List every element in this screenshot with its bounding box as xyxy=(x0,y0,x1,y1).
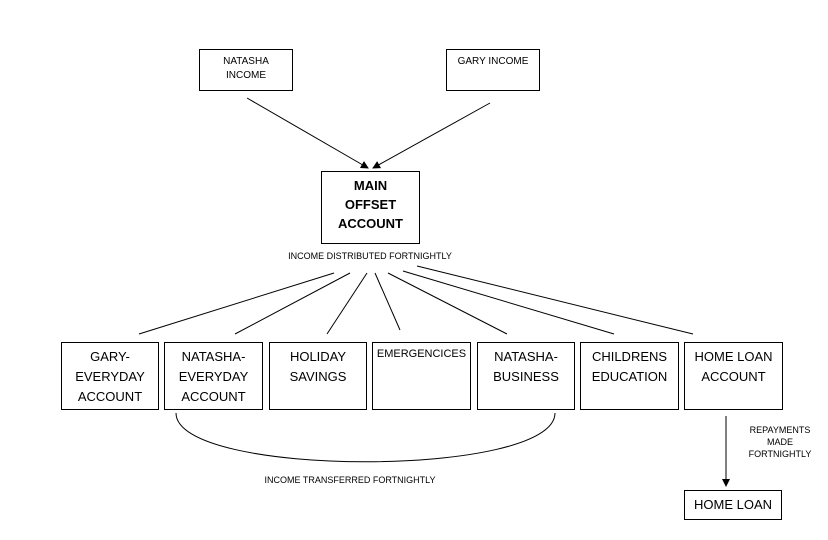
income-distributed-label: INCOME DISTRIBUTED FORTNIGHTLY xyxy=(288,251,452,261)
home-loan-account-box: HOME LOAN ACCOUNT xyxy=(684,342,783,410)
main-to-natasha-everyday-line xyxy=(234,272,351,335)
natasha-everyday-account-box: NATASHA- EVERYDAY ACCOUNT xyxy=(164,342,263,410)
main-to-holiday-line xyxy=(326,272,368,335)
main-offset-account-box: MAIN OFFSET ACCOUNT xyxy=(321,171,420,244)
income-transferred-label: INCOME TRANSFERRED FORTNIGHTLY xyxy=(264,475,436,485)
childrens-education-box: CHILDRENS EDUCATION xyxy=(580,342,679,410)
natasha-income-box: NATASHA INCOME xyxy=(199,49,293,91)
holiday-savings-box: HOLIDAY SAVINGS xyxy=(269,342,367,410)
main-to-emergencies-line xyxy=(374,272,401,331)
main-to-business-line xyxy=(387,272,508,335)
natasha-to-main-arrow xyxy=(246,97,369,169)
emergencies-box: EMERGENCICES xyxy=(372,342,471,410)
main-to-homeloan-account-line xyxy=(416,265,694,335)
gary-to-main-arrow xyxy=(372,102,491,169)
main-to-gary-everyday-line xyxy=(138,272,335,335)
repayments-label: REPAYMENTS MADE FORTNIGHTLY xyxy=(748,425,812,459)
home-loan-box: HOME LOAN xyxy=(684,490,782,520)
natasha-business-box: NATASHA- BUSINESS xyxy=(477,342,575,410)
gary-income-box: GARY INCOME xyxy=(446,49,540,91)
main-to-education-line xyxy=(402,270,615,335)
gary-everyday-account-box: GARY- EVERYDAY ACCOUNT xyxy=(61,342,159,410)
income-transfer-bracket xyxy=(175,412,556,463)
